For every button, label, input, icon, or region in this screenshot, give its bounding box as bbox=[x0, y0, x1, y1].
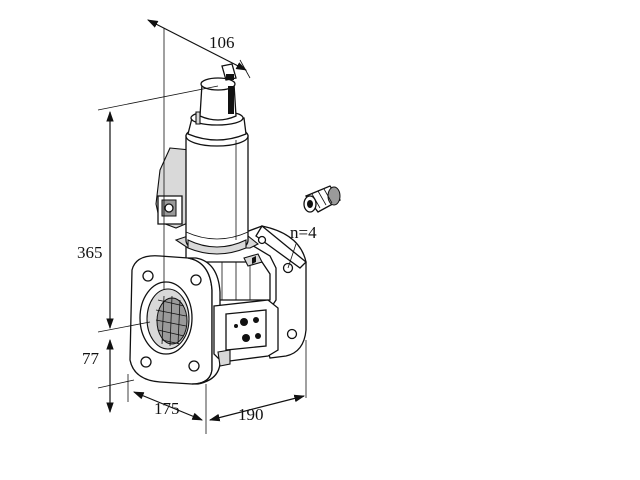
valve-assembly bbox=[129, 63, 307, 385]
actuator-cylinder bbox=[185, 125, 249, 255]
pipe-opening bbox=[139, 281, 193, 355]
dimension-lines bbox=[97, 19, 307, 434]
dim-top-width: 106 bbox=[209, 33, 235, 52]
dim-depth: 175 bbox=[154, 399, 180, 418]
terminal-box bbox=[213, 299, 279, 367]
dim-height-lower: 77 bbox=[82, 349, 100, 368]
dim-bolt-count: n=4 bbox=[290, 223, 317, 242]
solenoid-bracket bbox=[155, 147, 191, 229]
dim-height-total: 365 bbox=[77, 243, 103, 262]
dim-length: 190 bbox=[238, 405, 264, 424]
cable-gland bbox=[303, 185, 341, 213]
actuator-neck bbox=[187, 63, 247, 141]
